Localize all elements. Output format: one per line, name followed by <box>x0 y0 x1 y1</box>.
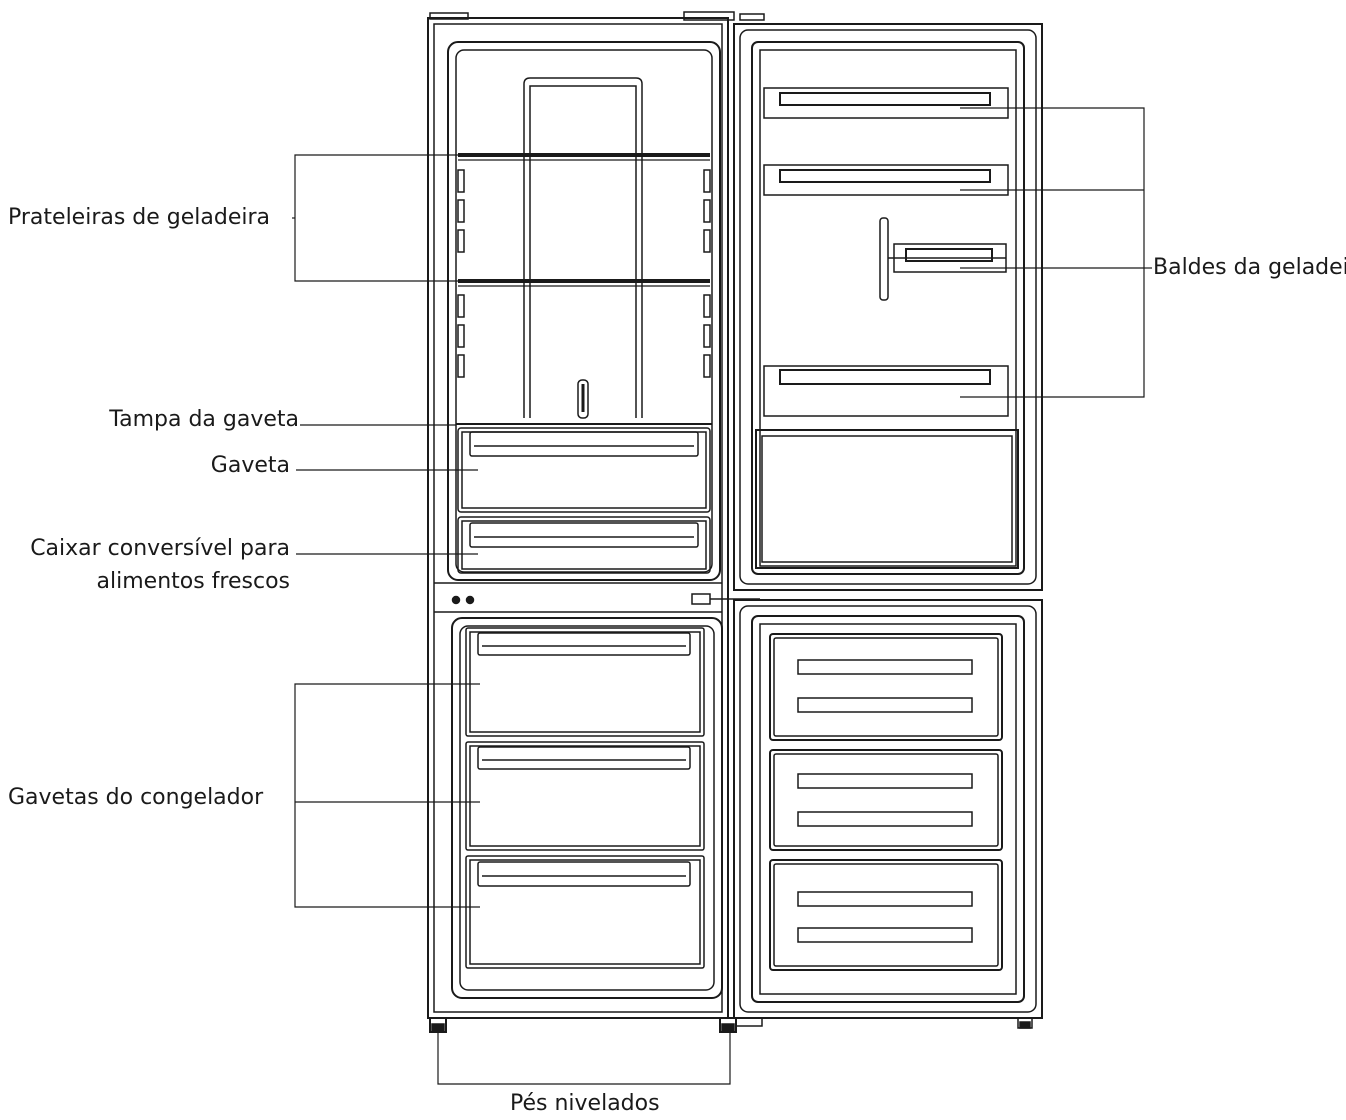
crisper-box <box>457 516 711 574</box>
fridge-shelf-upper <box>458 153 710 161</box>
label-door-bins: Baldes da geladeira <box>1153 255 1346 280</box>
leader-shelves <box>292 154 478 282</box>
label-freezer-drawers: Gavetas do congelador <box>8 785 264 810</box>
label-drawer-cover: Tampa da gaveta <box>109 407 299 432</box>
leader-freezer-drawers <box>294 683 480 908</box>
door-bin-4 <box>763 365 1009 417</box>
label-drawer: Gaveta <box>210 453 290 478</box>
freezer-door <box>733 599 1043 1019</box>
freezer-drawer-1 <box>465 627 705 737</box>
freezer-door-panel-2 <box>769 749 1003 851</box>
leveling-feet <box>429 1017 1033 1033</box>
cabinet <box>427 11 765 1019</box>
leader-door-bins <box>960 107 1152 398</box>
freezer-drawer-2 <box>465 741 705 851</box>
freezer-door-panel-1 <box>769 633 1003 741</box>
door-bin-1 <box>763 87 1009 119</box>
fridge-shelf-lower <box>458 279 710 287</box>
label-crisper-line1: Caixar conversível para <box>30 536 290 561</box>
freezer-compartment <box>451 617 723 999</box>
label-fridge-shelves: Prateleiras de geladeira <box>8 205 271 230</box>
door-bin-3 <box>879 217 1007 301</box>
freezer-door-panel-3 <box>769 859 1003 971</box>
leader-feet <box>437 1030 731 1085</box>
label-crisper-line2: alimentos frescos <box>96 569 290 594</box>
label-leveling-feet: Pés nivelados <box>510 1091 660 1116</box>
fridge-door <box>733 23 1043 591</box>
fridge-drawer <box>457 427 711 513</box>
door-bin-2 <box>763 164 1009 196</box>
freezer-drawer-3 <box>465 855 705 969</box>
control-strip <box>434 582 760 613</box>
